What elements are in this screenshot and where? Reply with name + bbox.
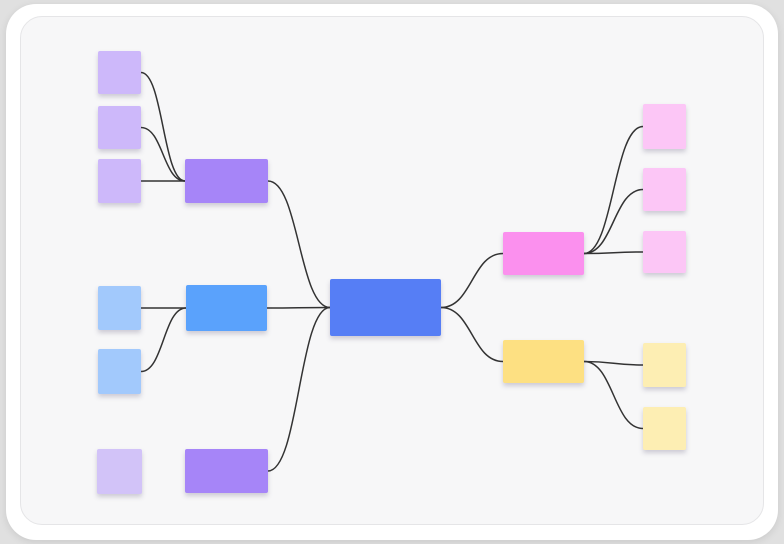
- connector-topic-d--topic-d-note-3[interactable]: [583, 251, 644, 255]
- connector-central-topic--topic-e[interactable]: [440, 306, 504, 363]
- node-topic-a-note-3[interactable]: [98, 159, 141, 203]
- node-topic-d-note-3[interactable]: [643, 231, 686, 273]
- connector-topic-d--topic-d-note-1[interactable]: [583, 125, 644, 255]
- node-topic-e-note-1[interactable]: [643, 343, 686, 387]
- connector-central-topic--topic-d[interactable]: [440, 252, 504, 309]
- node-topic-c[interactable]: [185, 449, 268, 493]
- connector-topic-a-note-1--topic-a[interactable]: [140, 71, 186, 182]
- connector-topic-b--central-topic[interactable]: [266, 306, 331, 309]
- node-topic-a-note-1[interactable]: [98, 51, 141, 94]
- node-topic-e-note-2[interactable]: [643, 407, 686, 450]
- node-topic-d-note-1[interactable]: [643, 104, 686, 149]
- connector-topic-a--central-topic[interactable]: [267, 180, 331, 309]
- connector-topic-a-note-2--topic-a[interactable]: [140, 126, 186, 182]
- whiteboard-canvas[interactable]: [20, 16, 764, 525]
- connector-topic-c--central-topic[interactable]: [267, 306, 331, 472]
- node-topic-d[interactable]: [503, 232, 584, 275]
- connector-topic-b-note-2--topic-b[interactable]: [140, 307, 187, 373]
- connector-topic-d--topic-d-note-2[interactable]: [583, 188, 644, 255]
- node-topic-b-note-2[interactable]: [98, 349, 141, 394]
- node-central-topic[interactable]: [330, 279, 441, 336]
- node-topic-b-note-1[interactable]: [98, 286, 141, 330]
- node-topic-d-note-2[interactable]: [643, 168, 686, 211]
- node-topic-b[interactable]: [186, 285, 267, 331]
- node-topic-a[interactable]: [185, 159, 268, 203]
- connector-topic-e--topic-e-note-2[interactable]: [583, 360, 644, 430]
- node-topic-e[interactable]: [503, 340, 584, 383]
- node-floating-note[interactable]: [97, 449, 142, 494]
- node-topic-a-note-2[interactable]: [98, 106, 141, 149]
- connector-topic-e--topic-e-note-1[interactable]: [583, 360, 644, 366]
